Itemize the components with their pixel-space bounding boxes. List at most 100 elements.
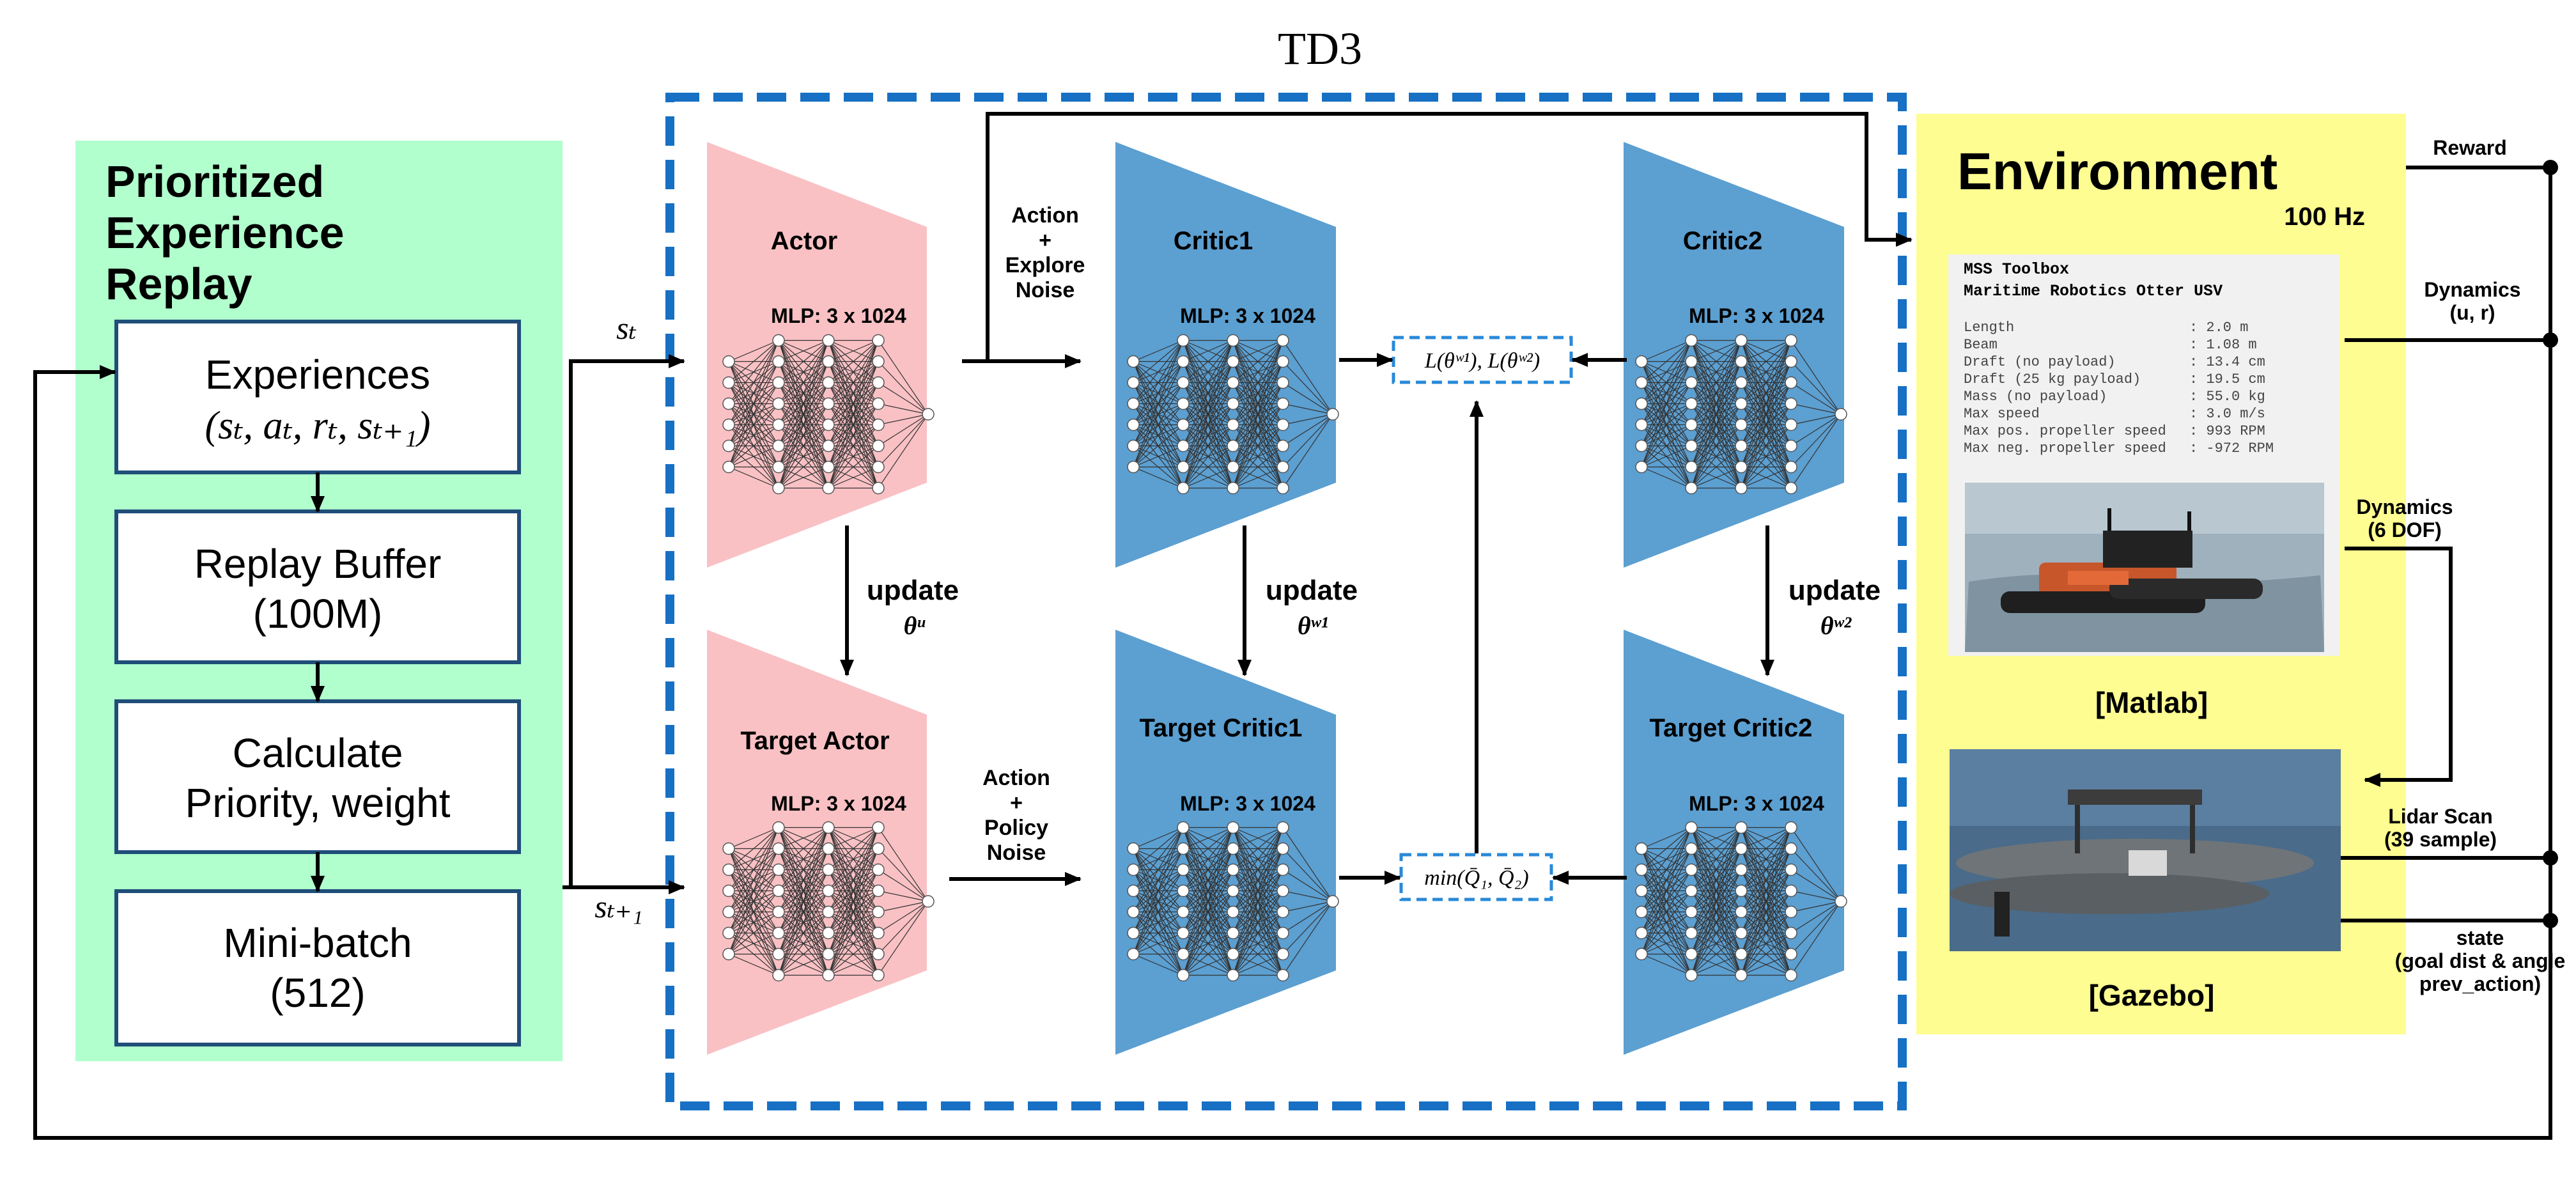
spec-name: Draft (no payload): [1964, 354, 2116, 370]
nn-edge: [1183, 827, 1234, 976]
nn-node: [1177, 334, 1190, 347]
nn-edge: [1741, 340, 1792, 446]
nn-edge: [878, 869, 929, 902]
nn-edge: [1282, 901, 1333, 954]
nn-node: [1735, 334, 1748, 347]
nn-edge: [1232, 340, 1284, 425]
nn-node: [772, 968, 785, 982]
spec-name: Max speed: [1964, 406, 2040, 422]
nn-node: [822, 355, 835, 368]
dynamics-6dof-line2: (6 DOF): [2368, 518, 2442, 541]
nn-edge: [1232, 403, 1284, 488]
nn-node: [772, 460, 785, 474]
nn-edge: [1232, 933, 1284, 976]
nn-node: [1685, 926, 1698, 940]
experiences-tuple: (sₜ, aₜ, rₜ, sₜ₊₁): [205, 404, 430, 447]
nn-node: [1685, 842, 1698, 855]
critic2-network-graph: [1635, 334, 1847, 495]
nn-edge: [1183, 953, 1234, 976]
nn-edge: [1641, 827, 1692, 912]
nn-node: [1835, 408, 1847, 421]
nn-edge: [778, 466, 829, 489]
nn-edge: [1133, 340, 1184, 446]
min-q-label: min(Q̄₁, Q̄₂): [1424, 866, 1528, 890]
nn-edge: [828, 340, 879, 425]
nn-edge: [1183, 424, 1234, 488]
experiences-box: Experiences (sₜ, aₜ, rₜ, sₜ₊₁): [114, 320, 521, 474]
nn-node: [1127, 842, 1140, 855]
state-line3: prev_action): [2419, 972, 2541, 995]
nn-edge: [1641, 827, 1692, 870]
action-explore-line1: Action: [1011, 203, 1079, 228]
environment-title: Environment: [1957, 143, 2277, 201]
nn-edge: [1282, 414, 1333, 426]
nn-edge: [1183, 827, 1234, 891]
nn-edge: [1282, 340, 1333, 415]
dynamics-ur-line1: Dynamics: [2424, 278, 2520, 301]
target-critic1-label: Target Critic1: [1140, 714, 1303, 742]
nn-edge: [878, 827, 929, 902]
nn-node: [1276, 926, 1289, 940]
nn-edge: [1183, 827, 1234, 933]
nn-edge: [1232, 827, 1284, 933]
nn-edge: [728, 912, 779, 954]
nn-edge: [778, 424, 829, 488]
nn-node: [1735, 905, 1748, 919]
dynamics-ur-line2: (u, r): [2449, 301, 2495, 324]
lidar-line1: Lidar Scan: [2388, 805, 2493, 828]
action-policy-line1: Action: [982, 766, 1050, 790]
nn-edge: [1282, 901, 1333, 934]
nn-edge: [828, 869, 879, 976]
spec-value: : -972 RPM: [2189, 440, 2274, 456]
nn-edge: [1183, 827, 1234, 850]
nn-node: [872, 397, 885, 410]
nn-edge: [778, 827, 829, 850]
nn-edge: [1133, 827, 1184, 912]
nn-edge: [1183, 890, 1234, 976]
action-policy-line2: +: [1010, 791, 1023, 815]
nn-edge: [1282, 382, 1333, 415]
nn-edge: [778, 827, 829, 912]
nn-edge: [878, 340, 929, 415]
environment-rate: 100 Hz: [2284, 203, 2365, 231]
priority-line1: Calculate: [233, 730, 403, 776]
nn-edge: [1133, 403, 1184, 467]
nn-node: [722, 863, 735, 876]
nn-edge: [1133, 827, 1184, 933]
nn-node: [722, 926, 735, 940]
nn-node: [1177, 418, 1190, 432]
nn-node: [1785, 439, 1797, 453]
nn-edge: [878, 848, 929, 902]
nn-edge: [1232, 340, 1284, 383]
nn-node: [1635, 376, 1648, 389]
nn-edge: [1691, 446, 1742, 488]
nn-node: [1276, 334, 1289, 347]
nn-edge: [1691, 340, 1742, 383]
nn-edge: [1282, 901, 1333, 976]
nn-edge: [828, 466, 879, 489]
nn-node: [1735, 884, 1748, 898]
nn-node: [1785, 397, 1797, 410]
nn-node: [1177, 439, 1190, 453]
nn-node: [722, 884, 735, 898]
spec-value: : 1.08 m: [2189, 337, 2257, 353]
nn-edge: [1741, 340, 1792, 488]
matlab-label: [Matlab]: [2095, 686, 2208, 719]
nn-edge: [778, 339, 829, 362]
nn-edge: [728, 827, 779, 933]
nn-node: [1177, 863, 1190, 876]
nn-edge: [1741, 340, 1792, 383]
nn-edge: [1183, 466, 1234, 489]
nn-edge: [728, 827, 779, 870]
nn-node: [1735, 968, 1748, 982]
nn-edge: [878, 901, 929, 954]
nn-edge: [778, 848, 829, 976]
nn-edge: [1741, 446, 1792, 488]
nn-edge: [1741, 827, 1792, 933]
nn-edge: [1741, 953, 1792, 976]
nn-node: [1835, 895, 1847, 908]
priority-line2: Priority, weight: [185, 780, 451, 826]
nn-edge: [828, 340, 879, 467]
nn-edge: [1282, 403, 1333, 415]
